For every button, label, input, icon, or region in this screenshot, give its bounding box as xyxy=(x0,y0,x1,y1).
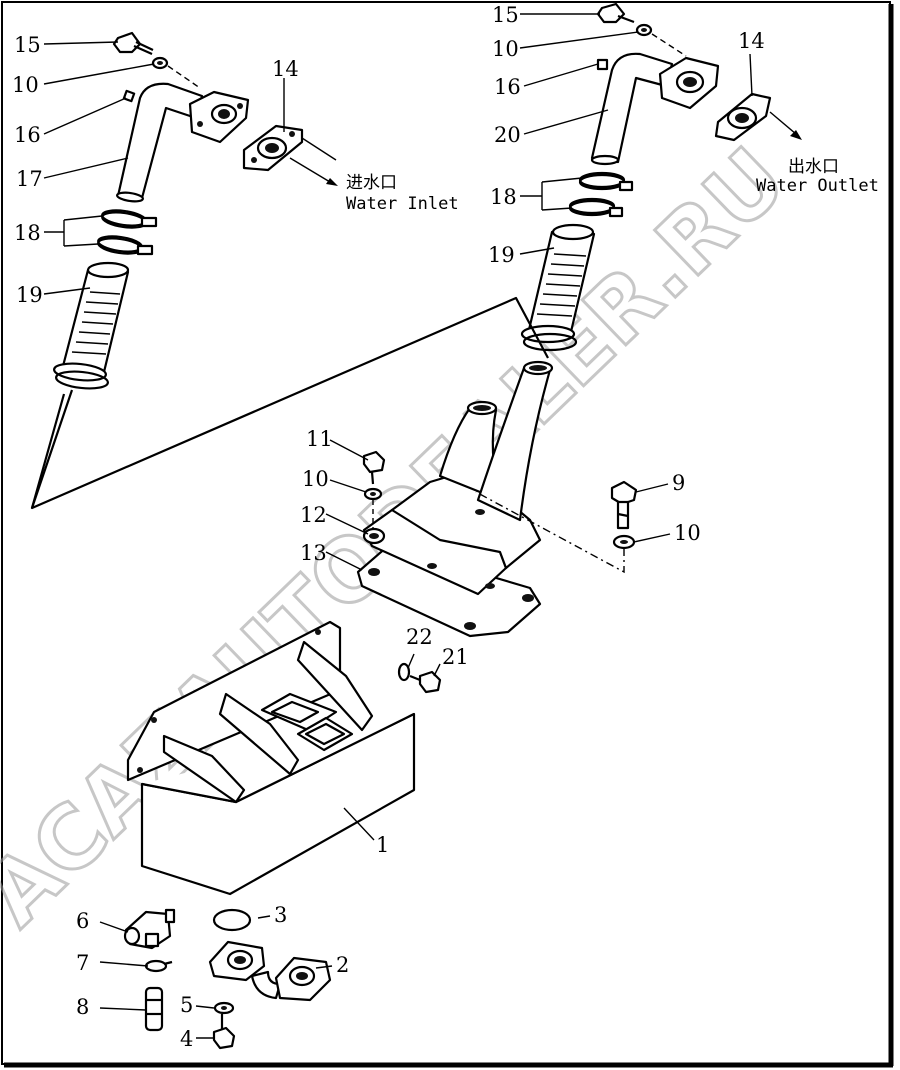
leader-lines xyxy=(43,13,753,1039)
callout-8: 8 xyxy=(76,995,89,1019)
callout-7: 7 xyxy=(76,951,89,975)
o-ring-3 xyxy=(212,908,252,932)
hose-clamps-18-left xyxy=(97,209,158,256)
callout-1: 1 xyxy=(376,833,389,857)
callout-14-left: 14 xyxy=(272,57,299,81)
callout-12: 12 xyxy=(300,503,327,527)
callout-18-right: 18 xyxy=(490,185,517,209)
rubber-hose-19-right xyxy=(520,223,596,352)
water-outlet-caption-cn: 出水口 xyxy=(788,157,839,177)
callout-10-right: 10 xyxy=(492,37,519,61)
bolt-21 xyxy=(409,670,442,694)
callout-9: 9 xyxy=(672,471,685,495)
washer-10-right-bolt xyxy=(612,534,636,550)
elbow-tube-2 xyxy=(208,940,332,1002)
bolt-15-left xyxy=(112,31,154,56)
callout-16-right: 16 xyxy=(494,75,521,99)
hose-8 xyxy=(144,986,164,1032)
callout-17: 17 xyxy=(16,167,43,191)
water-inlet-caption: Water Inlet xyxy=(346,194,459,214)
callout-10-bolt: 10 xyxy=(674,521,701,545)
valve-6 xyxy=(123,908,176,950)
water-inlet-caption-cn: 进水口 xyxy=(346,173,397,193)
bolt-16-right xyxy=(596,58,609,71)
callout-15-right: 15 xyxy=(492,3,519,27)
bolt-4 xyxy=(212,1014,236,1050)
clip-7 xyxy=(144,959,173,973)
callout-5: 5 xyxy=(180,993,193,1017)
outlet-arrow xyxy=(769,111,802,140)
inlet-arrow xyxy=(289,157,338,186)
callout-2: 2 xyxy=(336,953,349,977)
water-jacket-12 xyxy=(362,360,554,596)
bolt-11 xyxy=(362,450,386,485)
callout-22: 22 xyxy=(406,625,433,649)
washer-22 xyxy=(397,662,411,682)
hose-clamps-18-right xyxy=(568,171,634,218)
callout-6: 6 xyxy=(76,909,89,933)
elbow-pipe-17 xyxy=(116,82,250,203)
callout-21: 21 xyxy=(442,645,469,669)
bolt-15-right xyxy=(596,2,635,24)
rubber-hose-19-left xyxy=(53,261,130,390)
bolt-16-left xyxy=(122,89,136,103)
callout-20: 20 xyxy=(494,123,521,147)
callout-11: 11 xyxy=(306,427,333,451)
callout-14-right: 14 xyxy=(738,29,765,53)
washer-5 xyxy=(213,1001,235,1015)
callout-19-right: 19 xyxy=(488,243,515,267)
callout-13: 13 xyxy=(300,541,327,565)
washer-10-left xyxy=(151,56,169,70)
callout-15-left: 15 xyxy=(14,33,41,57)
callout-18-left: 18 xyxy=(14,221,41,245)
callout-3: 3 xyxy=(274,903,287,927)
tank-1 xyxy=(126,620,416,896)
callout-19-left: 19 xyxy=(16,283,43,307)
callout-10-left: 10 xyxy=(12,73,39,97)
washer-10-center xyxy=(363,487,383,501)
flange-gasket-14-left xyxy=(242,124,304,172)
bolt-9 xyxy=(610,480,638,530)
water-outlet-caption: Water Outlet xyxy=(756,176,879,196)
callout-10-center: 10 xyxy=(302,467,329,491)
elbow-pipe-20 xyxy=(590,52,720,166)
flange-gasket-14-right xyxy=(714,92,772,142)
washer-10-right xyxy=(635,23,653,37)
callout-4: 4 xyxy=(180,1027,193,1051)
callout-16-left: 16 xyxy=(14,123,41,147)
